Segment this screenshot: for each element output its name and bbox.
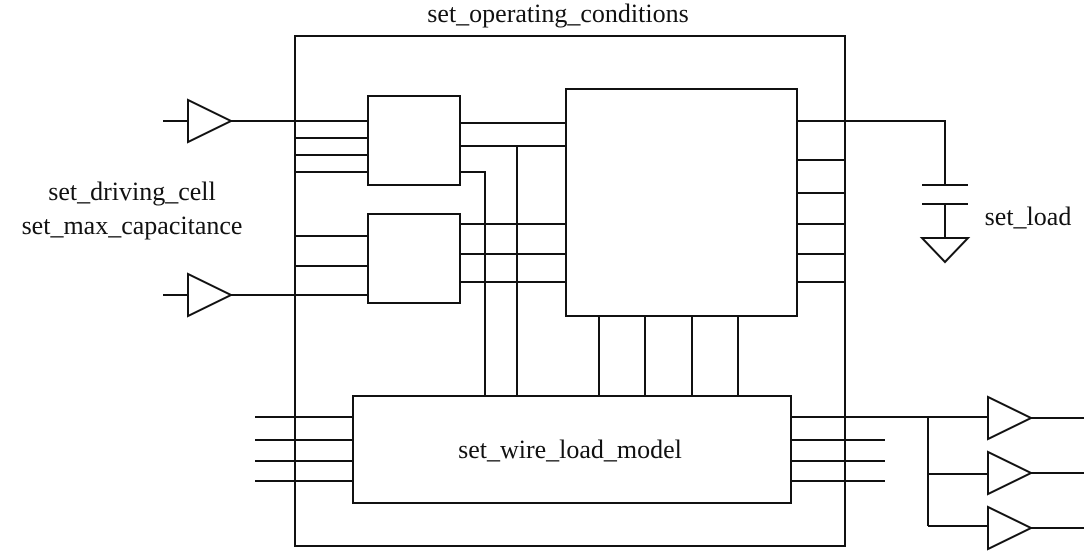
input-buffer-top	[163, 98, 368, 144]
large-to-wireload-wires	[598, 316, 739, 396]
design-boundary-box	[294, 35, 846, 547]
label-operating-conditions: set_operating_conditions	[427, 0, 688, 28]
label-max-capacitance: set_max_capacitance	[22, 211, 243, 240]
label-wire-load-model: set_wire_load_model	[458, 435, 682, 464]
load-capacitor	[797, 120, 971, 264]
logic-block-lower	[367, 213, 461, 304]
upper-to-large-wires	[460, 122, 566, 396]
wire-load-model-block	[352, 395, 792, 504]
logic-block-large	[565, 88, 798, 317]
wireload-input-lines	[255, 416, 353, 482]
wireload-output-lines	[791, 416, 988, 482]
label-set-load: set_load	[985, 202, 1072, 231]
upper-block-input-lines	[295, 137, 368, 173]
fanout-bus	[927, 417, 988, 527]
lower-block-input-lines	[295, 235, 368, 267]
lower-to-large-wires	[460, 223, 566, 283]
input-buffer-bottom	[163, 272, 368, 318]
fanout-buffer-3	[987, 505, 1084, 551]
label-driving-cell: set_driving_cell	[48, 177, 216, 206]
large-block-output-lines	[797, 159, 845, 283]
fanout-buffer-2	[987, 450, 1084, 496]
logic-block-upper	[367, 95, 461, 186]
fanout-buffer-1	[987, 395, 1084, 441]
